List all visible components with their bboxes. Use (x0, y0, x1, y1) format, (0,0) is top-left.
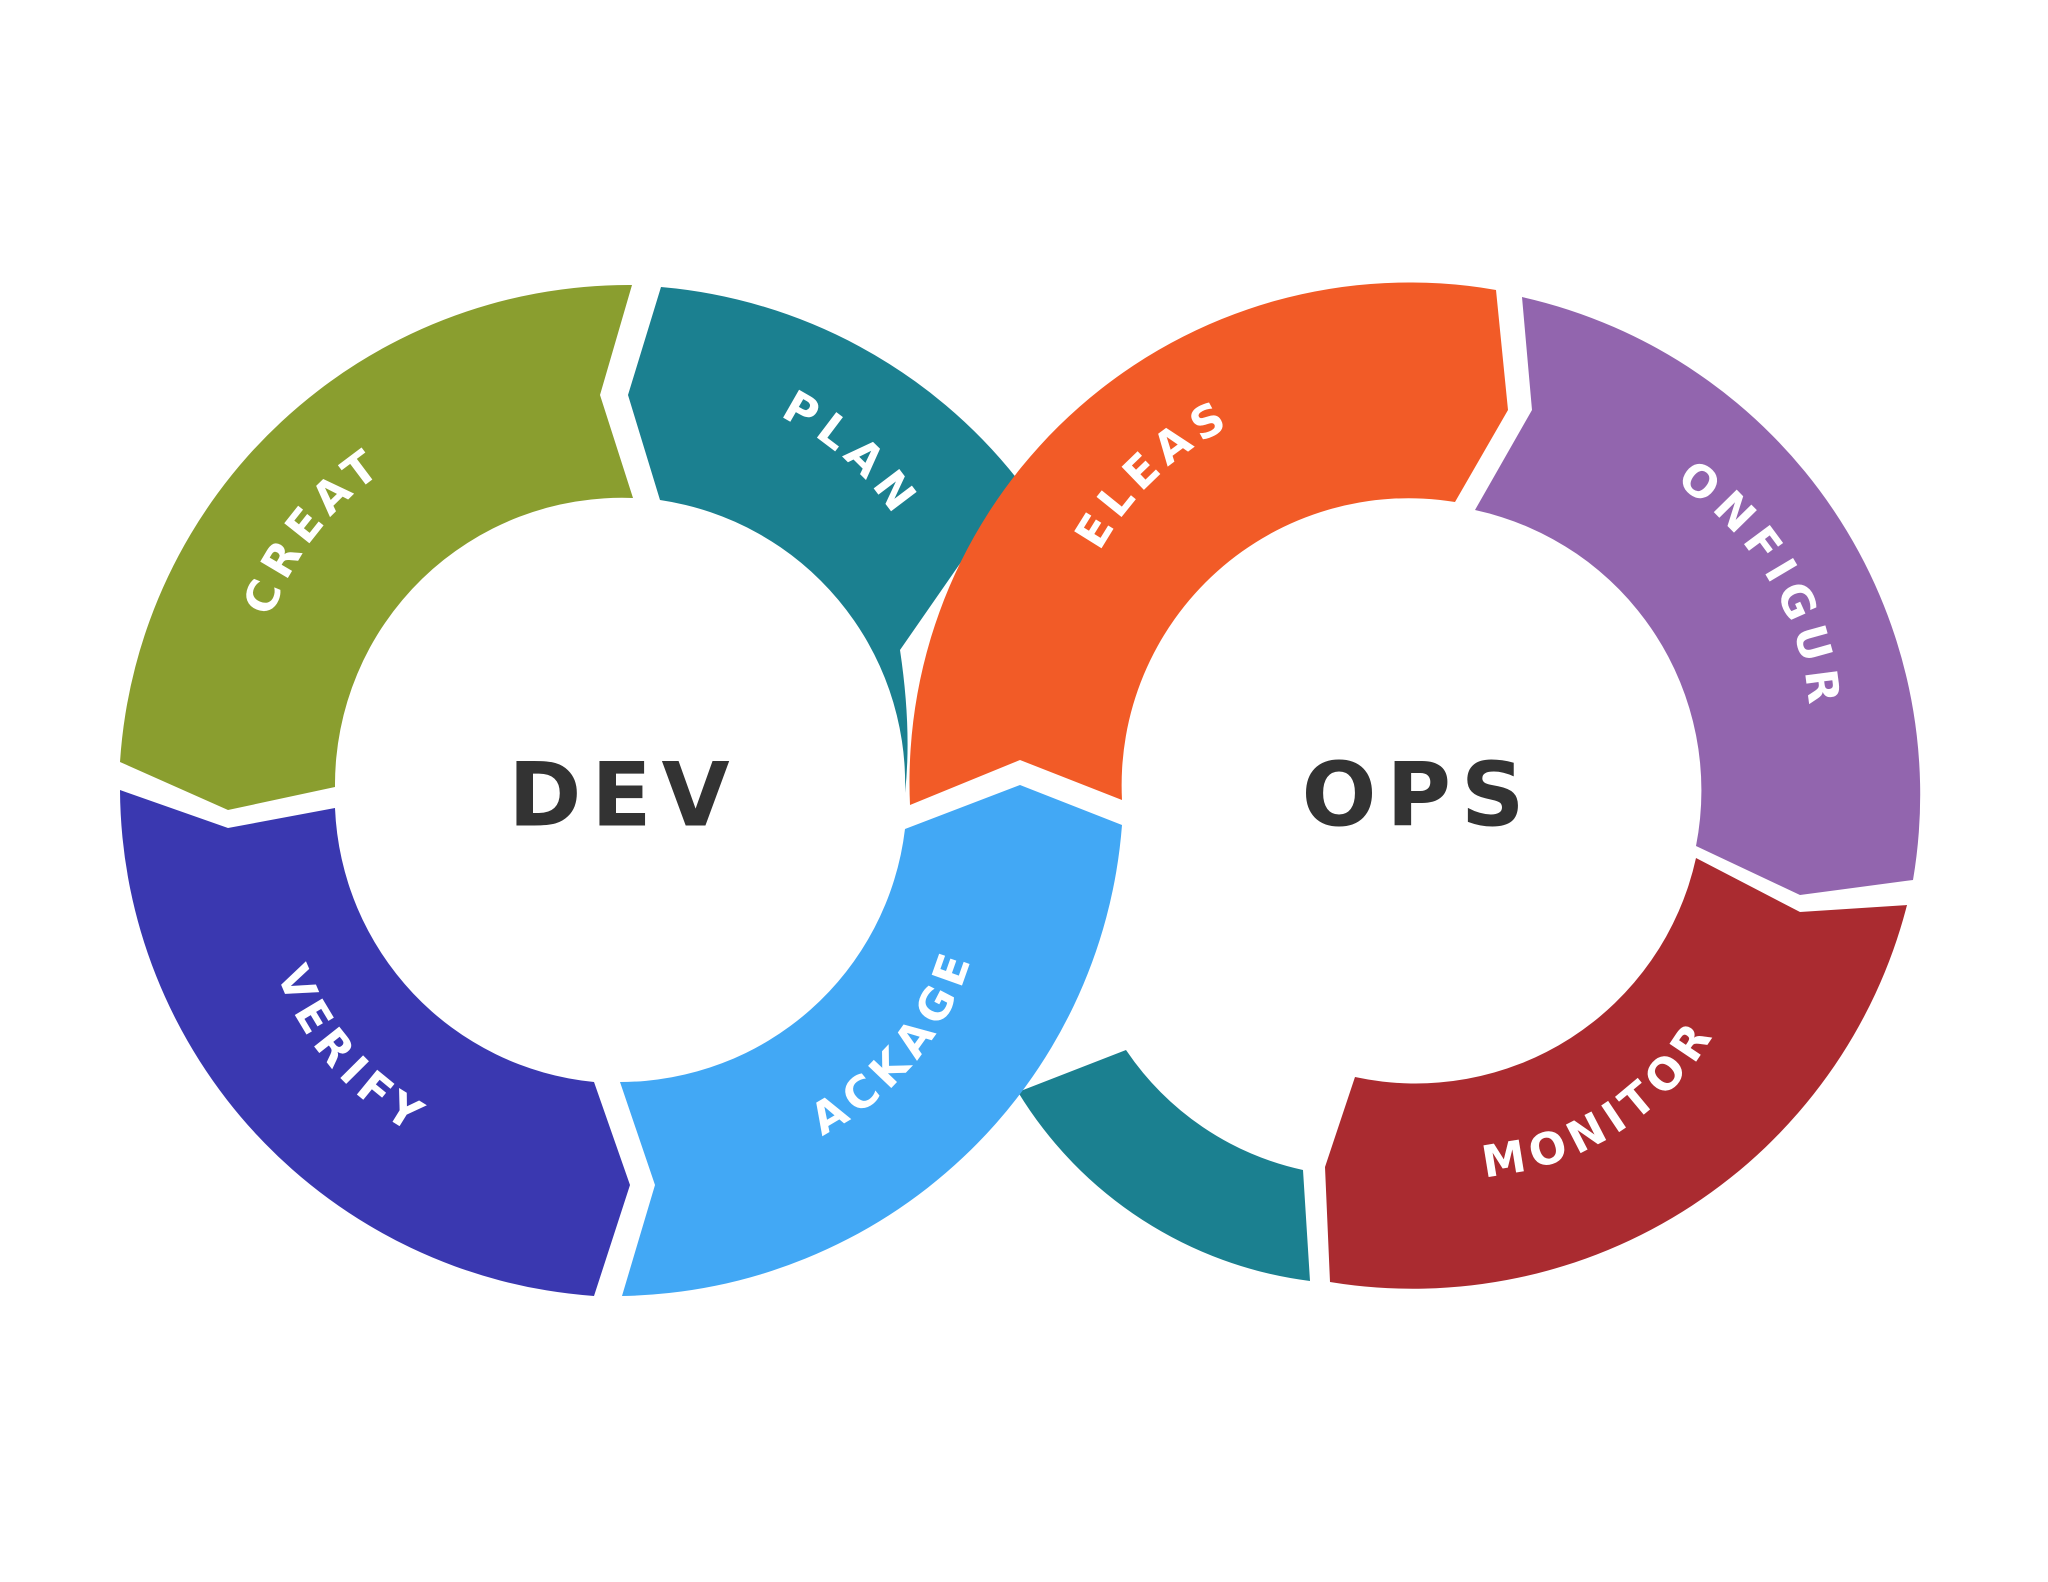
segment-release (909, 282, 1508, 805)
segment-plan (628, 287, 1018, 793)
ops-label: OPS (1302, 744, 1535, 847)
segment-verify (120, 790, 630, 1296)
segment-configure (1475, 297, 1921, 895)
ops-hub (1125, 510, 1695, 1080)
segment-create (120, 284, 633, 810)
segment-monitor (1325, 858, 1907, 1289)
connector-band-lower (1018, 1050, 1310, 1281)
segment-package (620, 785, 1122, 1296)
dev-label: DEV (508, 744, 739, 847)
dev-hub (335, 510, 905, 1080)
